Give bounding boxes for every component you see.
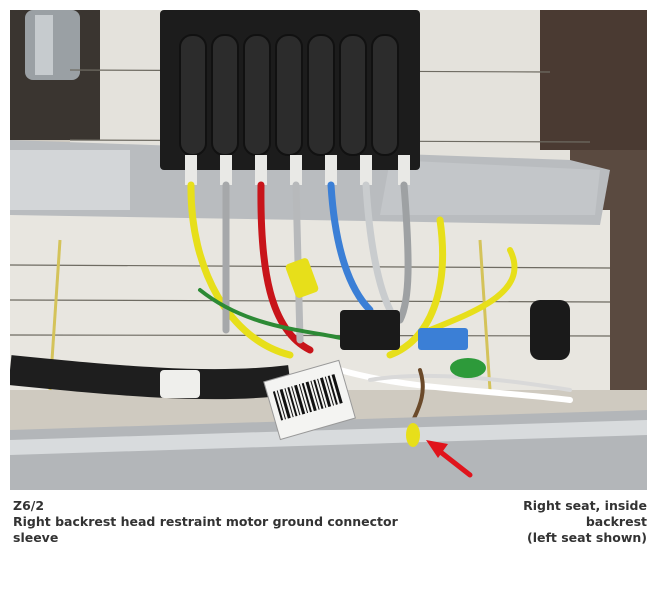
location-line-1: Right seat, inside xyxy=(523,498,647,513)
component-description-line-1: Right backrest head restraint motor grou… xyxy=(13,514,398,529)
component-code: Z6/2 xyxy=(13,498,45,513)
arrow-icon xyxy=(426,440,473,478)
location-line-2: backrest xyxy=(585,514,647,529)
component-caption: Z6/2 Right backrest head restraint motor… xyxy=(13,498,433,546)
wiring-photo xyxy=(10,10,647,490)
location-caption: Right seat, inside backrest (left seat s… xyxy=(467,498,647,546)
location-line-3: (left seat shown) xyxy=(526,530,647,545)
component-description-line-2: sleeve xyxy=(13,530,59,545)
